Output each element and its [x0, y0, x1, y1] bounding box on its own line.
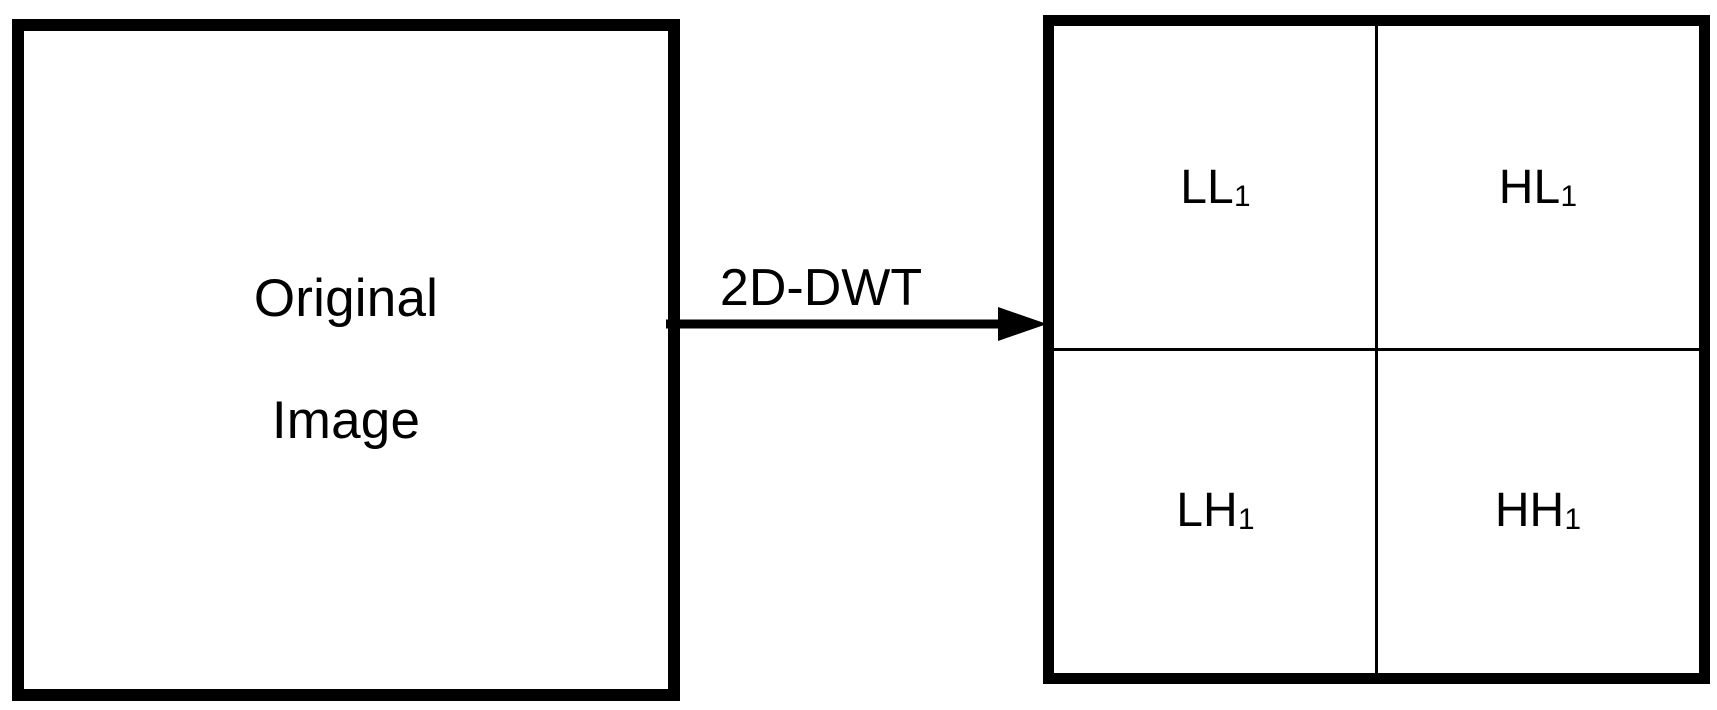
subband-label-hh-subscript: 1: [1564, 503, 1581, 537]
subband-label-hl-base: HL: [1498, 160, 1561, 214]
subband-label-ll-subscript: 1: [1233, 179, 1251, 213]
original-image-box: [12, 19, 680, 701]
subband-label-hl-subscript: 1: [1560, 179, 1577, 213]
transform-arrow-group: 2D-DWT: [666, 262, 1048, 382]
subband-label-ll-base: LL: [1180, 160, 1234, 214]
transform-label: 2D-DWT: [719, 259, 923, 317]
right-arrow-icon: [666, 307, 1047, 341]
subband-label-lh-base: LH: [1176, 484, 1238, 538]
subband-label-hh-base: HH: [1494, 484, 1565, 538]
subband-label-lh-subscript: 1: [1237, 503, 1255, 537]
subband-horizontal-divider: [1054, 348, 1699, 351]
